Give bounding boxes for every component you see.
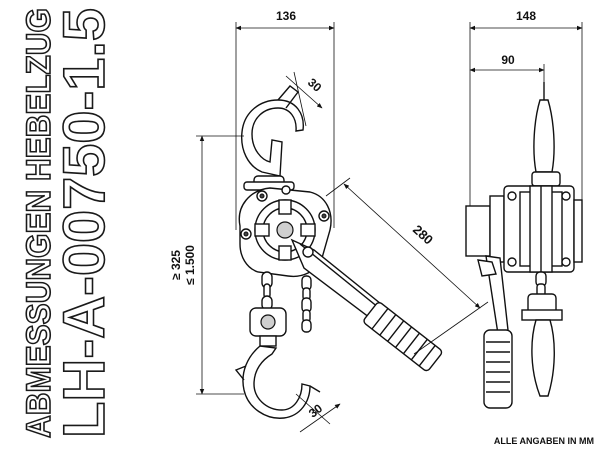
dim-lift-max: ≤ 1.500	[183, 245, 197, 285]
dim-total-width: 148	[516, 9, 536, 23]
top-hook	[241, 99, 304, 177]
title-line-1: ABMESSUNGEN HEBELZUG	[20, 8, 58, 438]
lever-grip	[363, 302, 443, 372]
dim-height-min: ≥ 325	[169, 250, 183, 280]
dim-lever-length: 280	[410, 222, 436, 248]
hoist-side-view	[465, 82, 583, 409]
bottom-hook	[242, 345, 311, 419]
dim-side-width: 90	[501, 53, 515, 67]
footer-note: ALLE ANGABEN IN MM	[494, 436, 594, 446]
dim-body-width: 136	[276, 9, 296, 23]
hoist-front-view	[234, 85, 443, 419]
side-housing-left	[465, 205, 491, 257]
dim-hook-top: 30	[305, 75, 325, 95]
title-block: ABMESSUNGEN HEBELZUG LH-A-00750-1.5	[19, 7, 118, 439]
title-line-2: LH-A-00750-1.5	[52, 8, 117, 438]
load-chain	[261, 271, 312, 333]
side-grip	[483, 329, 513, 409]
